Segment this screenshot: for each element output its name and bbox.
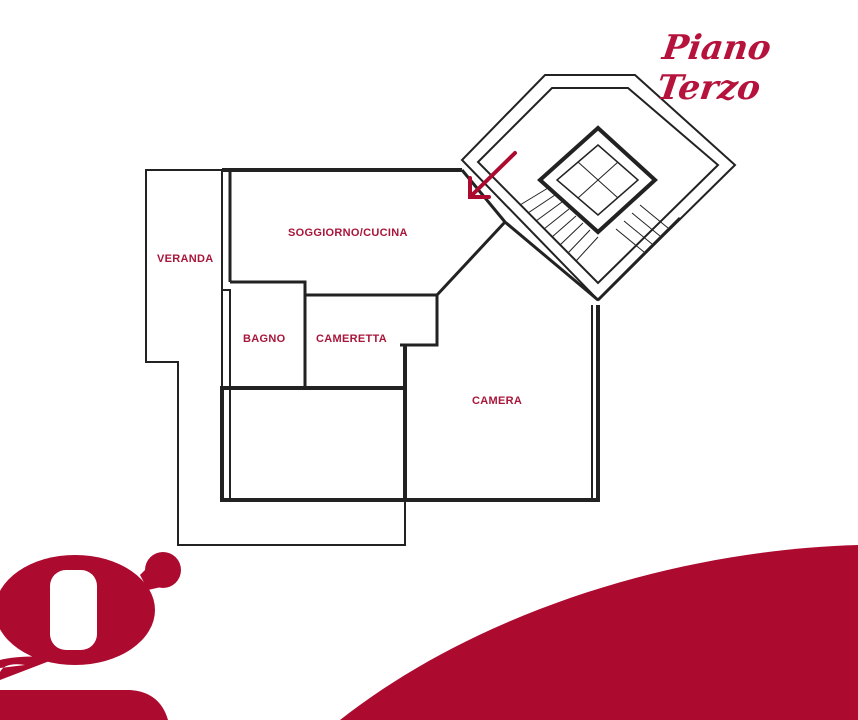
room-label-soggiorno: SOGGIORNO/CUCINA bbox=[288, 227, 408, 239]
bagno-walls bbox=[230, 280, 307, 388]
veranda-outline bbox=[145, 169, 406, 546]
room-label-bagno: BAGNO bbox=[243, 333, 286, 345]
floor-title: Piano Terzo bbox=[654, 28, 774, 108]
room-label-cameretta: CAMERETTA bbox=[316, 333, 387, 345]
stair-well bbox=[537, 125, 658, 235]
room-label-camera: CAMERA bbox=[472, 395, 523, 407]
room-label-veranda: VERANDA bbox=[157, 253, 214, 265]
lower-room bbox=[220, 386, 407, 502]
camera-walls bbox=[405, 305, 600, 502]
stair-treads bbox=[519, 187, 669, 262]
brand-swoosh bbox=[340, 545, 858, 720]
entrance-arrow-icon bbox=[468, 151, 517, 199]
